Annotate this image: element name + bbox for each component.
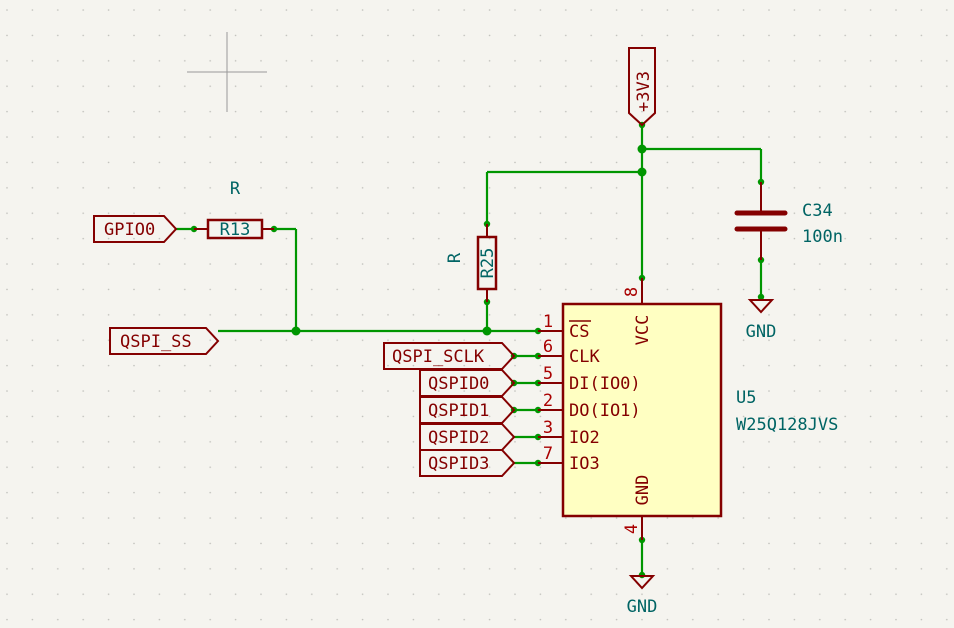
u5-pin6-num: 6 xyxy=(543,337,553,357)
u5-pin2-num: 2 xyxy=(543,391,553,411)
u5-pin-cs-name: CS xyxy=(569,322,589,342)
label-qspid0-text: QSPID0 xyxy=(428,374,489,394)
u5-pin-do-name: DO(IO1) xyxy=(569,401,641,421)
u5-pin1-num: 1 xyxy=(543,312,553,332)
resistor-r25[interactable]: R25 R xyxy=(445,224,498,302)
label-qspid1-text: QSPID1 xyxy=(428,401,489,421)
u5-pin-vcc-name: VCC xyxy=(633,315,653,346)
label-qspid2-text: QSPID2 xyxy=(428,428,489,448)
label-qspi-sclk-text: QSPI_SCLK xyxy=(392,347,485,367)
u5-pin4-num: 4 xyxy=(622,524,642,534)
r13-ref: R13 xyxy=(220,220,251,240)
gnd-cap-text: GND xyxy=(746,322,777,342)
r25-ref: R25 xyxy=(478,248,498,279)
u5-body xyxy=(561,302,723,518)
cursor-crosshair xyxy=(187,32,267,112)
resistor-r13[interactable]: R13 R xyxy=(194,179,274,240)
power-3v3[interactable]: +3V3 xyxy=(628,47,656,127)
gnd-symbol-ic[interactable]: GND xyxy=(627,575,658,617)
u5-value: W25Q128JVS xyxy=(736,415,838,435)
label-gpio0[interactable]: GPIO0 xyxy=(93,215,178,243)
c34-ref: C34 xyxy=(802,201,833,221)
u5-pin7-num: 7 xyxy=(543,444,553,464)
capacitor-c34[interactable]: C34 100n xyxy=(734,182,843,260)
u5-pin-gnd-name: GND xyxy=(633,475,653,506)
label-qspid3-text: QSPID3 xyxy=(428,454,489,474)
pin-endpoint-marks xyxy=(190,121,765,579)
u5-ref: U5 xyxy=(736,388,756,408)
label-qspi-sclk[interactable]: QSPI_SCLK xyxy=(383,342,516,370)
label-qspid1[interactable]: QSPID1 xyxy=(419,396,516,424)
u5-pin3-num: 3 xyxy=(543,418,553,438)
r25-value: R xyxy=(445,252,465,263)
label-gpio0-text: GPIO0 xyxy=(104,220,155,240)
label-qspid0[interactable]: QSPID0 xyxy=(419,369,516,397)
label-qspi-ss-text: QSPI_SS xyxy=(120,332,192,352)
u5-pin-io2-name: IO2 xyxy=(569,428,600,448)
r13-value: R xyxy=(230,179,241,199)
ic-u5[interactable]: 1 6 5 2 3 7 8 4 CS CLK DI(IO0) DO(IO1) I… xyxy=(538,278,838,540)
wires xyxy=(176,125,763,575)
u5-pin-io3-name: IO3 xyxy=(569,454,600,474)
u5-pin-di-name: DI(IO0) xyxy=(569,374,641,394)
gnd-symbol-cap[interactable]: GND xyxy=(746,299,777,342)
label-qspi-ss[interactable]: QSPI_SS xyxy=(109,327,220,355)
u5-pin-clk-name: CLK xyxy=(569,347,600,367)
power-3v3-text: +3V3 xyxy=(634,71,654,112)
u5-pin5-num: 5 xyxy=(543,364,553,384)
label-qspid3[interactable]: QSPID3 xyxy=(419,449,516,477)
c34-value: 100n xyxy=(802,227,843,247)
label-qspid2[interactable]: QSPID2 xyxy=(419,423,516,451)
gnd-ic-text: GND xyxy=(627,597,658,617)
u5-pin8-num: 8 xyxy=(622,287,642,297)
junction-dots xyxy=(291,144,647,336)
